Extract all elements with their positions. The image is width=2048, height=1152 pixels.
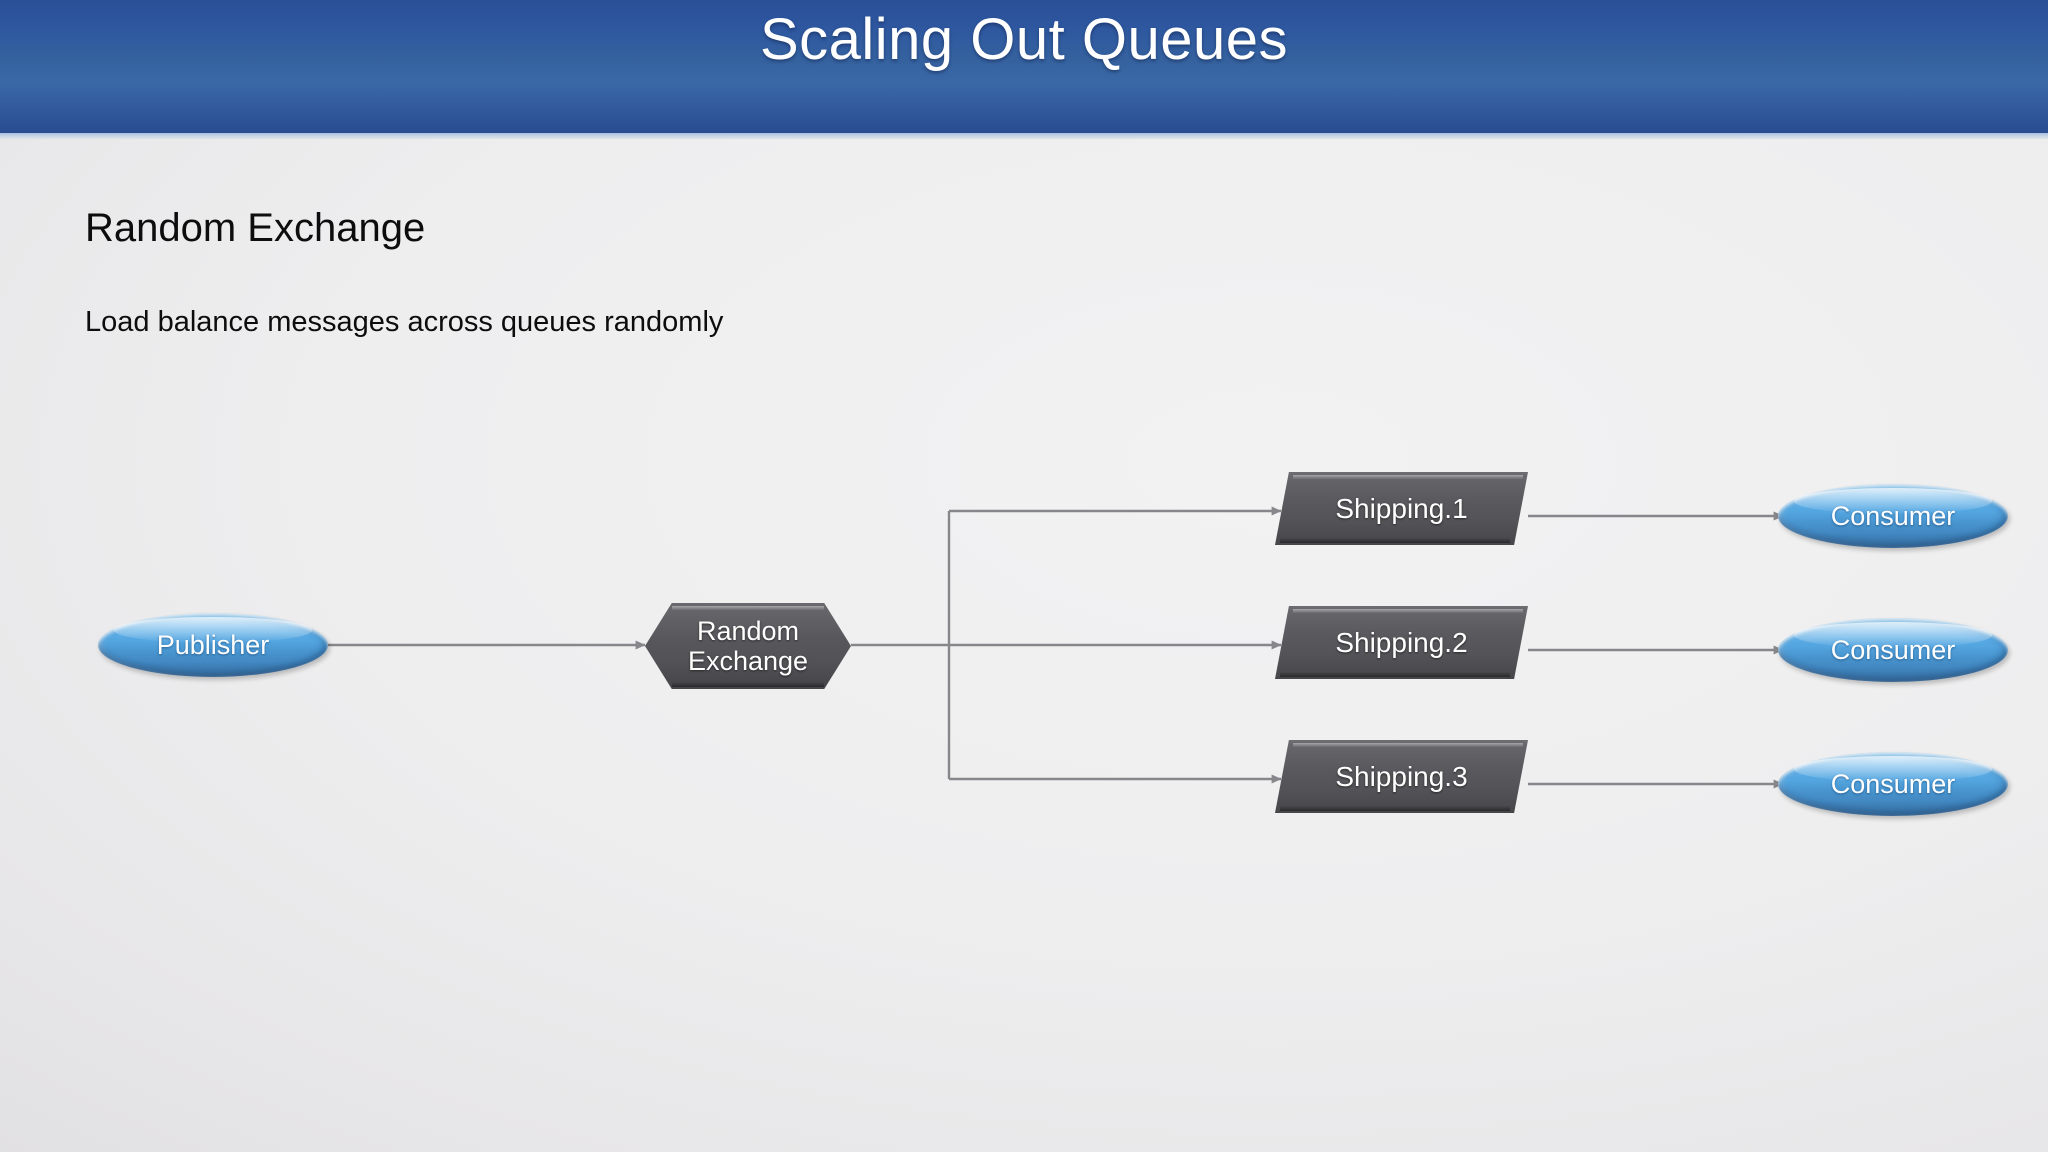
bevel-bottom-edge [1280,672,1511,677]
node-publisher[interactable]: Publisher [98,613,328,677]
node-consumer-1-label: Consumer [1830,500,1956,531]
bevel-bottom-edge [1280,806,1511,811]
node-consumer-3-label: Consumer [1830,768,1956,799]
node-queue-shipping-2-label: Shipping.2 [1335,626,1468,658]
node-queue-shipping-1-label: Shipping.1 [1335,492,1468,524]
bevel-top-edge [671,606,825,610]
section-subheading: Load balance messages across queues rand… [85,306,724,338]
node-consumer-2-label: Consumer [1830,634,1956,665]
section-heading: Random Exchange [85,206,426,250]
exchange-label-line-1: Random [696,615,800,646]
slide-title: Scaling Out Queues [759,7,1289,72]
node-queue-shipping-1[interactable]: Shipping.1 [1275,472,1528,545]
node-queue-shipping-2[interactable]: Shipping.2 [1275,606,1528,679]
bevel-top-edge [1292,743,1523,747]
exchange-label-line-2: Exchange [687,646,809,676]
node-queue-shipping-3-label: Shipping.3 [1335,760,1468,792]
title-banner: Scaling Out Queues [0,0,2048,139]
bevel-top-edge [1292,609,1523,613]
node-consumer-1[interactable]: Consumer [1778,484,2008,548]
node-consumer-2[interactable]: Consumer [1778,618,2008,682]
node-random-exchange-label: Random Exchange [688,616,808,676]
bevel-top-edge [1292,475,1523,479]
node-publisher-label: Publisher [156,629,270,660]
bevel-bottom-edge [1280,538,1511,543]
node-queue-shipping-3[interactable]: Shipping.3 [1275,740,1528,813]
node-random-exchange[interactable]: Random Exchange [645,603,851,689]
node-consumer-3[interactable]: Consumer [1778,752,2008,816]
bevel-bottom-edge [671,682,825,687]
